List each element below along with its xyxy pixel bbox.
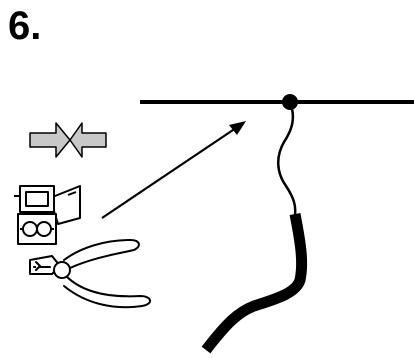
direction-arrow-icon xyxy=(101,121,246,219)
tap-wire-insulated xyxy=(201,212,308,354)
crimp-connector-icon xyxy=(14,185,81,245)
tap-wire-thin xyxy=(277,101,297,215)
step-number: 6. xyxy=(8,4,42,48)
junction-dot-icon xyxy=(282,94,298,110)
squeeze-arrows-icon xyxy=(29,122,107,158)
crimping-pliers-icon xyxy=(29,239,151,309)
